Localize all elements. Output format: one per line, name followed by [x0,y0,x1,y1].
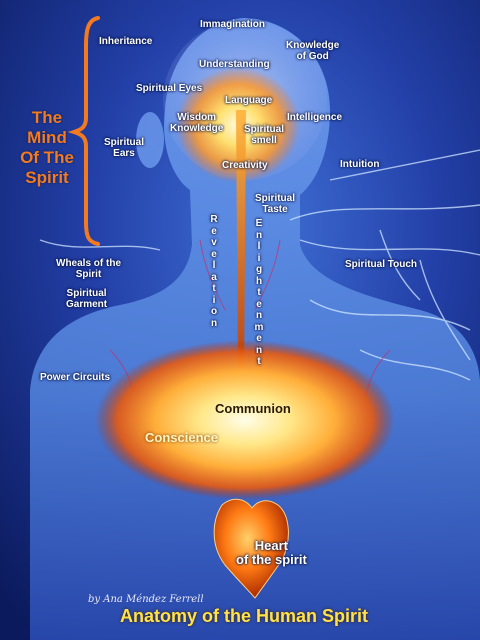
vertical-letter: o [210,306,218,317]
label-line: Taste [262,204,288,215]
vertical-letter: e [211,248,217,260]
label-intelligence: Intelligence [287,112,343,123]
vertical-letter: R [210,214,218,225]
label-language: Language [225,95,273,106]
label-spiritual-taste: Spiritual Taste [255,193,295,215]
mind-brace [67,16,100,246]
label-inheritance: Inheritance [99,36,153,47]
vertical-letter: l [212,260,216,271]
vertical-letter: i [257,252,261,264]
mind-heading-line: Of The [20,148,74,167]
vertical-letter: t [257,356,261,367]
label-line: Knowledge [286,40,340,51]
label-line: Knowledge [170,123,224,134]
vertical-letter: h [255,275,263,287]
label-spiritual-smell: Spiritual smell [244,124,284,146]
mind-heading-line: The [31,108,63,127]
label-line: Ears [113,148,135,159]
vertical-letter: l [257,241,261,252]
label-line: smell [251,135,277,146]
vertical-letter: e [256,298,262,310]
label-spiritual-eyes: Spiritual Eyes [136,83,203,94]
label-spiritual-ears: Spiritual Ears [104,137,144,159]
label-line: of the spirit [236,552,307,567]
vertical-letter: n [255,344,263,356]
label-intuition: Intuition [340,159,380,170]
label-wheals-of-the-spirit: Wheals of the Spirit [56,258,121,280]
label-wisdom-knowledge: Wisdom Knowledge [170,112,223,134]
label-line: Garment [66,299,108,310]
label-spiritual-garment: Spiritual Garment [66,288,107,310]
label-line: Wheals of the [56,258,122,269]
label-communion: Communion [215,401,291,416]
vertical-letter: E [255,218,263,229]
label-line: Spiritual [244,124,285,135]
label-power-circuits: Power Circuits [40,372,111,383]
label-knowledge-of-god: Knowledge of God [286,40,339,62]
vertical-letter: e [256,333,262,344]
vertical-letter: t [212,283,216,294]
energy-lines [39,149,480,381]
heart-illustration [213,498,289,599]
label-understanding: Understanding [199,59,270,70]
label-line: Spiritual [66,288,107,299]
mind-of-the-spirit-heading: The Mind Of The Spirit [16,108,78,188]
vertical-letter: a [211,271,217,283]
label-line: Wisdom [177,112,217,123]
mind-heading-line: Spirit [25,168,69,187]
label-line: of God [296,51,329,62]
label-spiritual-touch: Spiritual Touch [345,259,418,270]
vertical-letter: v [211,237,217,248]
label-heart-of-the-spirit: Heart of the spirit [236,539,307,567]
vertical-letter: e [211,225,217,237]
vertical-letter: n [255,310,263,321]
label-line: Heart [254,538,289,553]
mind-heading-line: Mind [27,128,67,147]
label-line: Spiritual [104,137,145,148]
page-title: Anatomy of the Human Spirit [120,606,369,626]
author-signature: by Ana Méndez Ferrell [88,594,204,605]
label-creativity: Creativity [222,160,268,171]
label-conscience: Conscience [145,430,218,445]
vertical-letter: m [254,321,264,333]
vertical-letter: i [212,294,216,306]
vertical-letter: n [210,317,218,329]
body-silhouette [30,18,480,640]
vertical-letter: t [257,287,261,298]
label-line: Spirit [75,269,102,280]
label-imagination: Immagination [200,19,266,30]
vertical-letter: n [255,229,263,241]
label-line: Spiritual [255,193,296,204]
vertical-letter: g [255,264,263,275]
